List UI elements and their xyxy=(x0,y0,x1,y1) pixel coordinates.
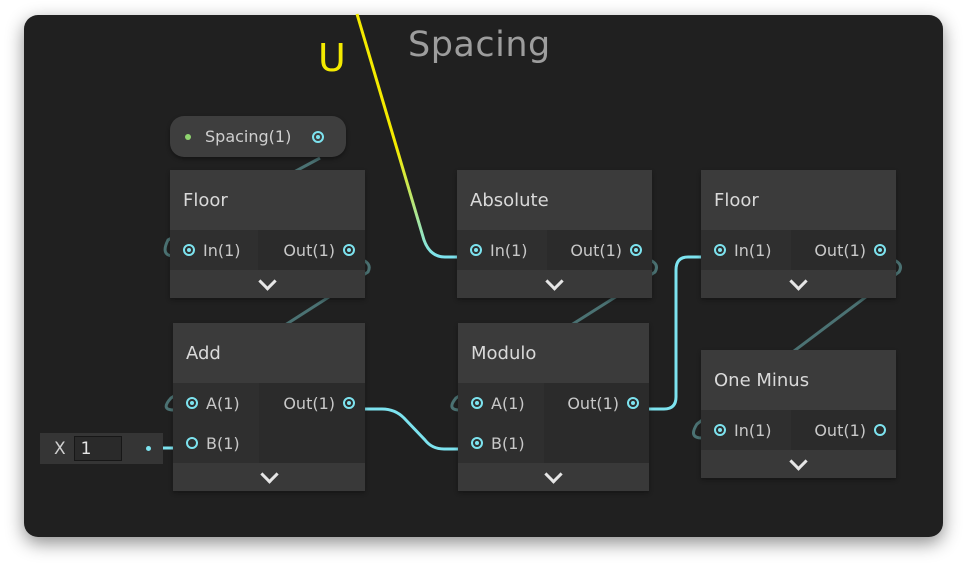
port-dot[interactable] xyxy=(714,424,726,436)
output-port-out[interactable]: Out(1) xyxy=(259,383,365,423)
port-dot[interactable] xyxy=(714,244,726,256)
port-dot[interactable] xyxy=(471,437,483,449)
node-modulo[interactable]: Modulo A(1) B(1) Out(1) xyxy=(458,323,649,491)
node-absolute[interactable]: Absolute In(1) Out(1) xyxy=(457,170,652,298)
inline-value-field: X 1 xyxy=(40,433,163,464)
node-title[interactable]: Modulo xyxy=(458,323,649,383)
inline-output-dot[interactable] xyxy=(146,446,151,451)
input-port-in[interactable]: In(1) xyxy=(701,410,791,450)
output-port-out[interactable]: Out(1) xyxy=(544,383,649,423)
property-exposed-dot xyxy=(185,133,191,140)
group-title[interactable]: Spacing xyxy=(408,25,551,65)
input-port-a[interactable]: A(1) xyxy=(173,383,259,423)
property-label: Spacing(1) xyxy=(205,127,292,146)
port-label: Out(1) xyxy=(567,393,619,413)
chevron-down-icon xyxy=(544,464,563,484)
node-title[interactable]: One Minus xyxy=(701,350,896,410)
chevron-down-icon xyxy=(789,451,808,471)
port-dot[interactable] xyxy=(183,244,195,256)
port-dot[interactable] xyxy=(186,397,198,409)
node-one-minus[interactable]: One Minus In(1) Out(1) xyxy=(701,350,896,478)
node-expand-button[interactable] xyxy=(457,270,652,298)
port-label: A(1) xyxy=(206,393,240,413)
node-expand-button[interactable] xyxy=(458,463,649,491)
node-expand-button[interactable] xyxy=(701,270,896,298)
input-port-in[interactable]: In(1) xyxy=(170,230,258,270)
port-label: Out(1) xyxy=(814,420,866,440)
port-label: Out(1) xyxy=(814,240,866,260)
node-expand-button[interactable] xyxy=(701,450,896,478)
x-value-input[interactable]: 1 xyxy=(73,436,122,461)
output-port-out[interactable]: Out(1) xyxy=(547,230,652,270)
port-dot[interactable] xyxy=(630,244,642,256)
input-port-b[interactable]: B(1) xyxy=(173,423,259,463)
port-label: A(1) xyxy=(491,393,525,413)
node-floor-1[interactable]: Floor In(1) Out(1) xyxy=(170,170,365,298)
port-dot[interactable] xyxy=(470,244,482,256)
node-title[interactable]: Add xyxy=(173,323,365,383)
port-dot[interactable] xyxy=(343,244,355,256)
node-expand-button[interactable] xyxy=(173,463,365,491)
port-dot[interactable] xyxy=(471,397,483,409)
node-add[interactable]: Add A(1) B(1) Out(1) xyxy=(173,323,365,491)
node-title[interactable]: Floor xyxy=(701,170,896,230)
node-title[interactable]: Floor xyxy=(170,170,365,230)
property-output-port[interactable] xyxy=(312,130,324,143)
port-dot[interactable] xyxy=(343,397,355,409)
property-node-spacing[interactable]: Spacing(1) xyxy=(170,116,346,157)
input-port-a[interactable]: A(1) xyxy=(458,383,544,423)
port-label: In(1) xyxy=(203,240,241,260)
port-label: B(1) xyxy=(491,433,525,453)
output-port-out[interactable]: Out(1) xyxy=(791,230,896,270)
output-port-out[interactable]: Out(1) xyxy=(791,410,896,450)
port-label: Out(1) xyxy=(570,240,622,260)
port-dot[interactable] xyxy=(874,244,886,256)
axis-label: X xyxy=(54,438,66,459)
node-title[interactable]: Absolute xyxy=(457,170,652,230)
port-label: Out(1) xyxy=(283,240,335,260)
chevron-down-icon xyxy=(259,464,279,484)
port-label: In(1) xyxy=(490,240,528,260)
chevron-down-icon xyxy=(789,271,808,291)
node-floor-2[interactable]: Floor In(1) Out(1) xyxy=(701,170,896,298)
input-port-in[interactable]: In(1) xyxy=(701,230,791,270)
port-dot[interactable] xyxy=(627,397,639,409)
node-expand-button[interactable] xyxy=(170,270,365,298)
port-label: B(1) xyxy=(206,433,240,453)
edge-label: U xyxy=(318,36,346,80)
port-label: In(1) xyxy=(734,240,772,260)
port-label: In(1) xyxy=(734,420,772,440)
input-port-b[interactable]: B(1) xyxy=(458,423,544,463)
input-port-in[interactable]: In(1) xyxy=(457,230,547,270)
port-dot[interactable] xyxy=(874,424,886,436)
chevron-down-icon xyxy=(545,271,564,291)
chevron-down-icon xyxy=(258,271,277,291)
port-dot[interactable] xyxy=(186,437,198,449)
output-port-out[interactable]: Out(1) xyxy=(258,230,365,270)
port-label: Out(1) xyxy=(283,393,335,413)
